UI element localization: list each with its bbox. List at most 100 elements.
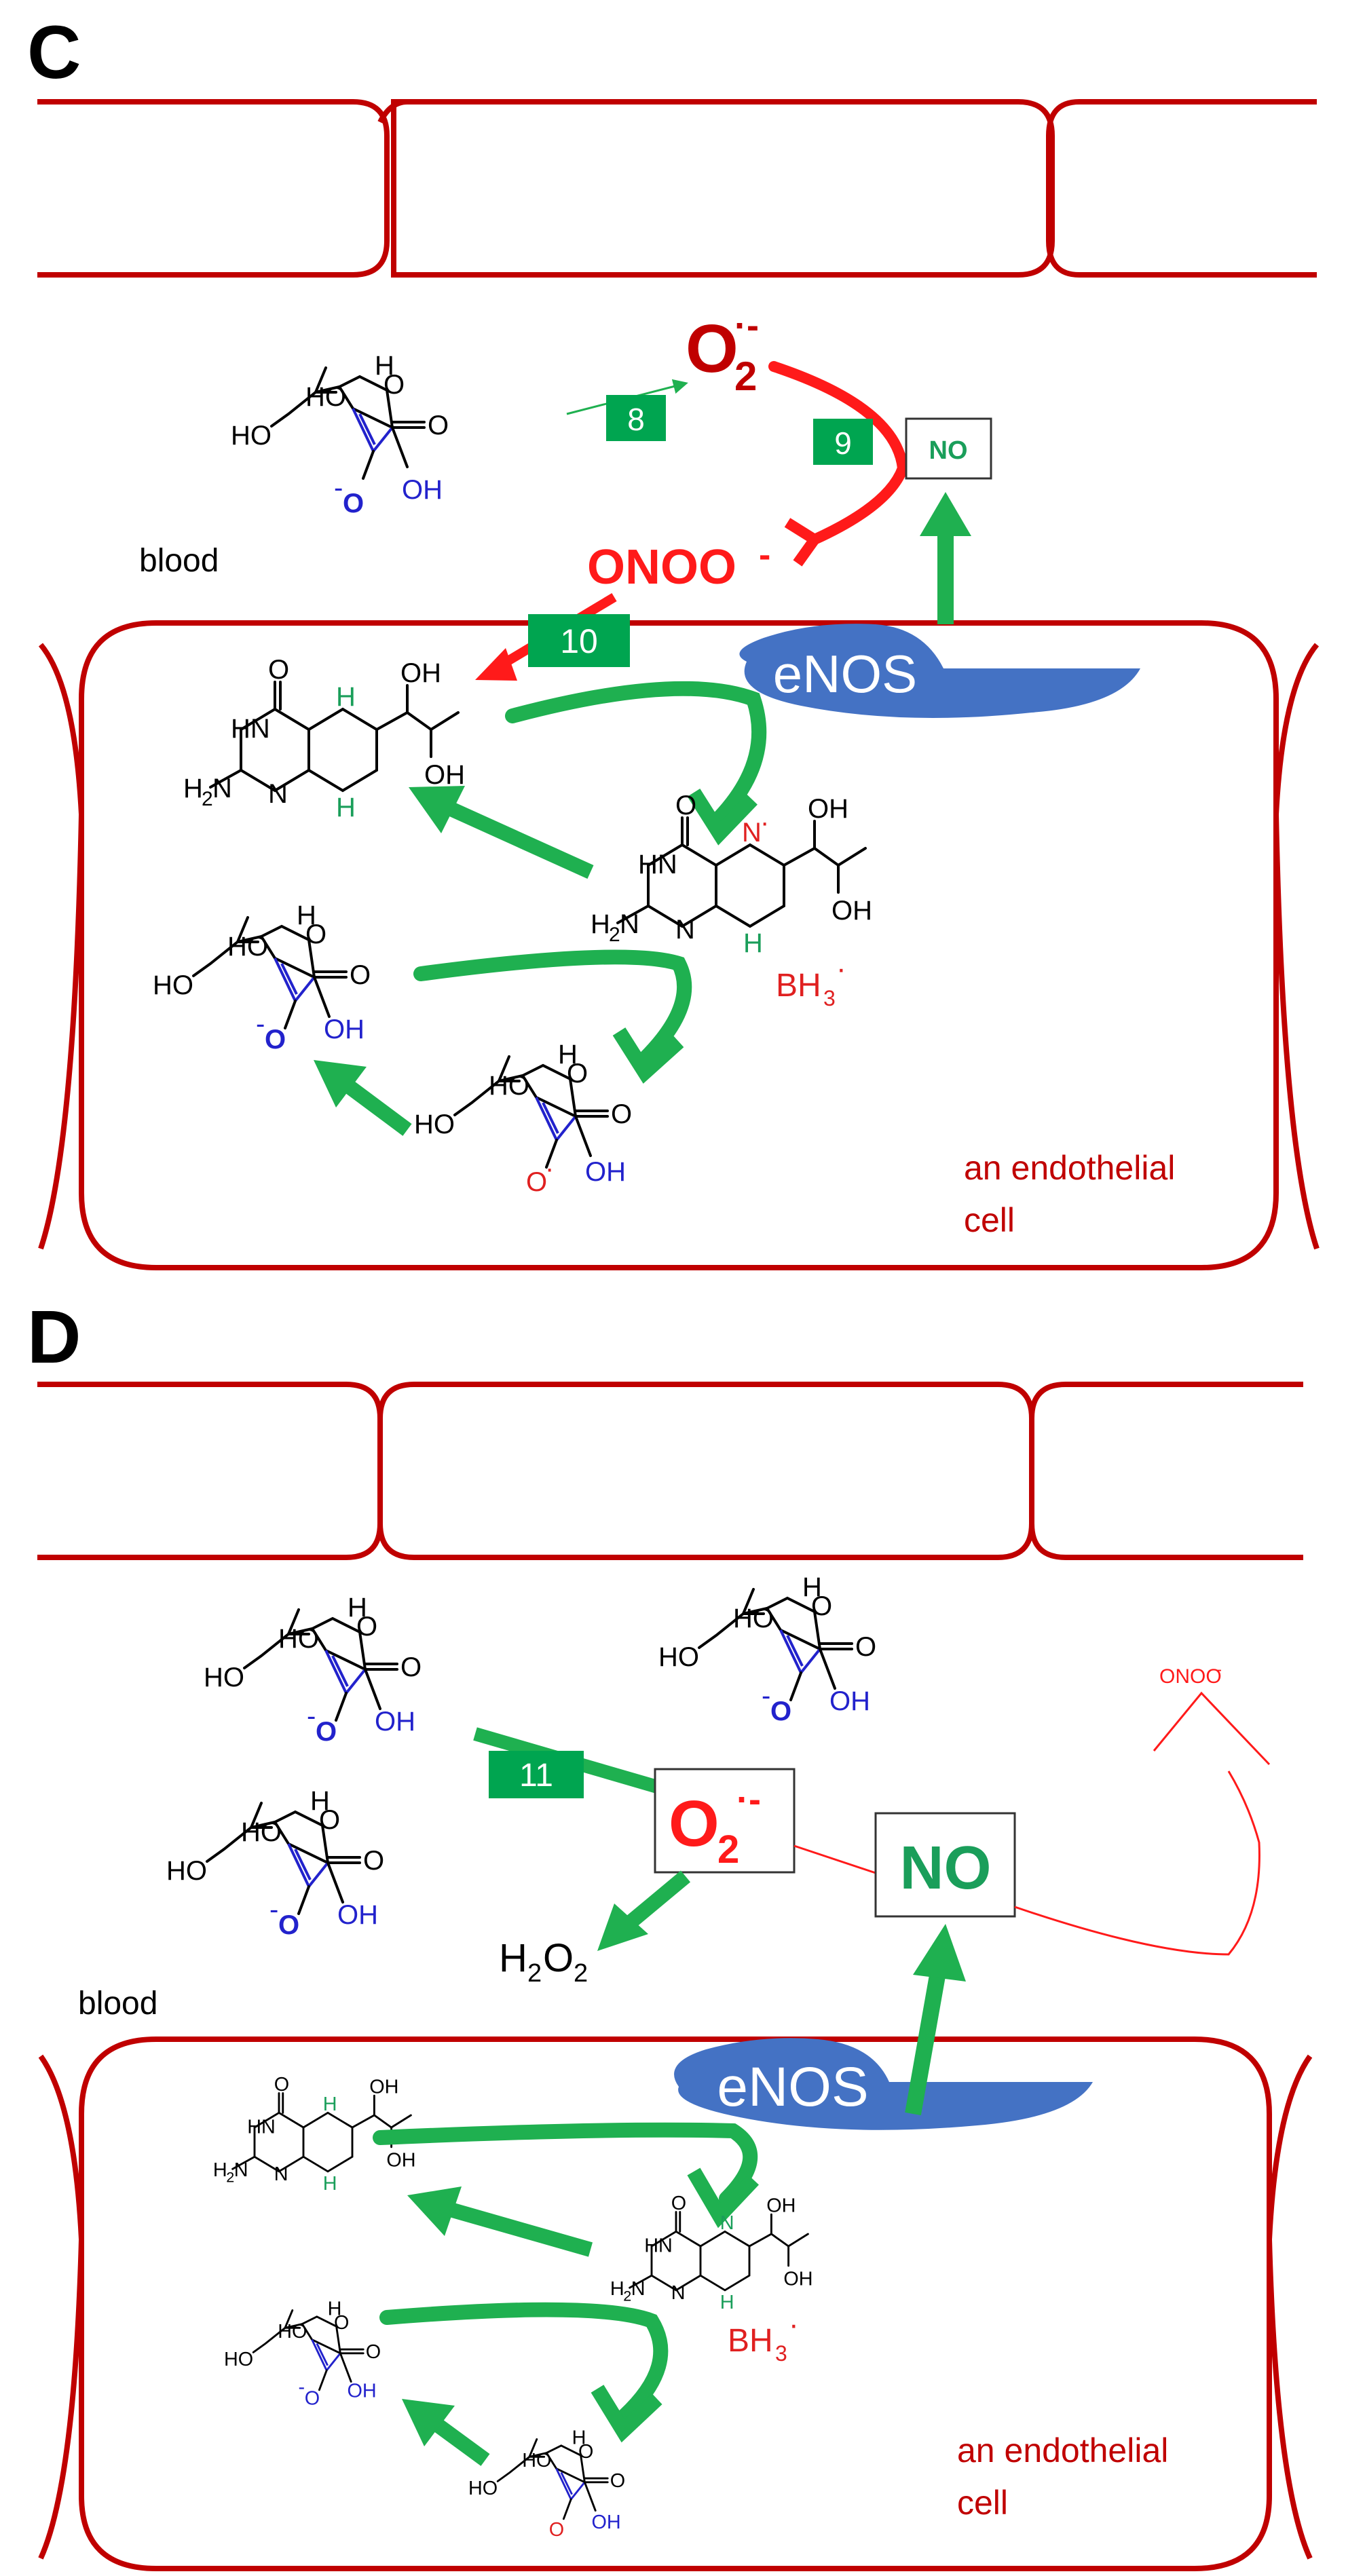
panel-c-ascorbate-oxidation-arrow [413, 949, 692, 1066]
atom-nh-h: H [336, 682, 356, 712]
panel-c-reduction-arrowhead [409, 786, 465, 833]
atom-ho: HO [278, 2321, 307, 2343]
atom-oh: OH [783, 2269, 812, 2290]
atom-o: O [274, 2074, 289, 2096]
panel-d-label: D [27, 1295, 81, 1379]
panel-c-ascorbate-2: HO HO H O O O - OH [153, 901, 371, 1055]
panel-d-enos-label: eNOS [717, 2056, 868, 2118]
panel-d-superoxide: O 2 ·- [669, 1779, 761, 1872]
panel-d-peroxynitrite-arrowhead [1153, 1691, 1271, 1766]
panel-d-enos-to-no-arrowhead [913, 1924, 966, 1982]
atom-minus: - [334, 473, 343, 503]
panel-d-blood-label: blood [78, 1986, 157, 2022]
atom-h2n-sub: 2 [202, 788, 213, 810]
superoxide-no-link [793, 1844, 876, 1874]
atom-h2n-sub: 2 [623, 2288, 631, 2305]
step-10-arrowhead [475, 648, 517, 681]
atom-o-minus: O [316, 1717, 337, 1747]
panel-d-enos-to-no-arrow [905, 1966, 947, 2116]
panel-c-bh3-radical: O HN H 2 N N N · H OH OH [591, 791, 872, 958]
atom-o: O [855, 1632, 876, 1662]
atom-oh: OH [386, 2150, 415, 2172]
atom-o: O [334, 2312, 349, 2334]
panel-d-oxidation-arrowhead [687, 2167, 760, 2229]
atom-o-minus: O [278, 1910, 299, 1940]
atom-radical-dot: · [760, 808, 769, 837]
atom-h: H [802, 1572, 822, 1602]
panel-d-superoxide-box [654, 1768, 796, 1874]
atom-o-minus: O [305, 2387, 320, 2409]
atom-nh-h: H [720, 2292, 734, 2313]
panel-c-ascorbate-regeneration-arrow [341, 1078, 412, 1136]
atom-ho: HO [224, 2349, 253, 2370]
superoxide-subscript: 2 [717, 1827, 739, 1872]
atom-n: N [268, 779, 288, 809]
panel-d-ascorbate-3: HO HO H O O O - OH [166, 1786, 384, 1940]
panel-d-ascorbate-4: HO HO H O O O - OH [224, 2298, 381, 2410]
atom-o-minus: O [343, 489, 364, 518]
atom-ho: HO [658, 1642, 699, 1672]
panel-d-bh4: O HN H 2 N N H H OH OH [213, 2074, 416, 2195]
atom-n: N [671, 2282, 686, 2304]
panel-c-oxidation-arrow [505, 681, 767, 825]
atom-nh-h: H [743, 928, 763, 958]
panel-d-ascorbate-regeneration-arrow [430, 2417, 490, 2466]
atom-o: O [356, 1612, 377, 1642]
atom-oh: OH [831, 896, 872, 926]
atom-h: H [348, 1593, 367, 1623]
atom-hn: HN [231, 714, 270, 744]
atom-minus: - [269, 1895, 278, 1925]
atom-o: O [384, 370, 405, 400]
atom-o-minus: O [265, 1025, 286, 1055]
atom-o: O [578, 2441, 593, 2463]
panel-d-enos-shape [674, 2038, 1093, 2130]
atom-o-minus: O [770, 1697, 791, 1726]
panel-d-cell-label-line1: an endothelial [957, 2431, 1168, 2469]
atom-oh: OH [369, 2077, 398, 2098]
peroxynitrite-text: ONOO [587, 540, 736, 594]
atom-minus: - [307, 1701, 316, 1731]
atom-ho: HO [305, 382, 346, 412]
atom-o: O [268, 655, 289, 685]
atom-oh: OH [585, 1157, 626, 1187]
atom-ho: HO [733, 1604, 774, 1633]
atom-h: H [297, 901, 316, 930]
atom-oh: OH [337, 1900, 378, 1930]
enos-to-no-arrowhead [920, 492, 971, 536]
atom-h: H [310, 1786, 330, 1816]
atom-h2n-h: H [183, 774, 203, 803]
atom-h2n-sub: 2 [226, 2169, 234, 2186]
panel-c-peroxynitrite: ONOO - [587, 535, 770, 594]
atom-o-radical: O [526, 1167, 547, 1197]
atom-h: H [375, 351, 394, 381]
atom-o: O [428, 411, 449, 440]
panel-d-h2o2: H 2 O 2 [499, 1936, 588, 1988]
step-11-label: 11 [519, 1758, 553, 1794]
atom-h2n-n: N [234, 2159, 248, 2181]
atom-ho: HO [522, 2450, 551, 2471]
panel-c-ascorbate-regeneration-arrowhead [314, 1060, 367, 1107]
superoxide-o: O [669, 1787, 719, 1860]
panel-d-endothelial-cell [38, 2037, 1313, 2571]
atom-o: O [400, 1652, 422, 1682]
panel-c-superoxide: O 2 ·- [686, 305, 759, 399]
atom-o: O [611, 1099, 632, 1129]
superoxide-superscript: ·- [736, 1779, 761, 1820]
atom-minus: - [256, 1009, 265, 1039]
panel-c-bh3-label: BH 3 · [776, 952, 846, 1010]
atom-oh: OH [324, 1015, 364, 1044]
panel-d-reduction-arrowhead [407, 2186, 462, 2236]
step-10-label: 10 [560, 622, 598, 660]
step-9-label: 9 [834, 425, 852, 461]
atom-ho: HO [153, 970, 193, 1000]
bh3-subscript: 3 [823, 986, 836, 1010]
step-9-reaction-curve [768, 361, 909, 545]
atom-oh: OH [347, 2381, 376, 2402]
atom-ho: HO [489, 1071, 529, 1101]
panel-d-reduction-arrow [445, 2201, 593, 2257]
superoxide-superscript: ·- [734, 305, 759, 346]
atom-ho: HO [414, 1110, 455, 1139]
panel-c-cell-label-line1: an endothelial [964, 1149, 1175, 1187]
